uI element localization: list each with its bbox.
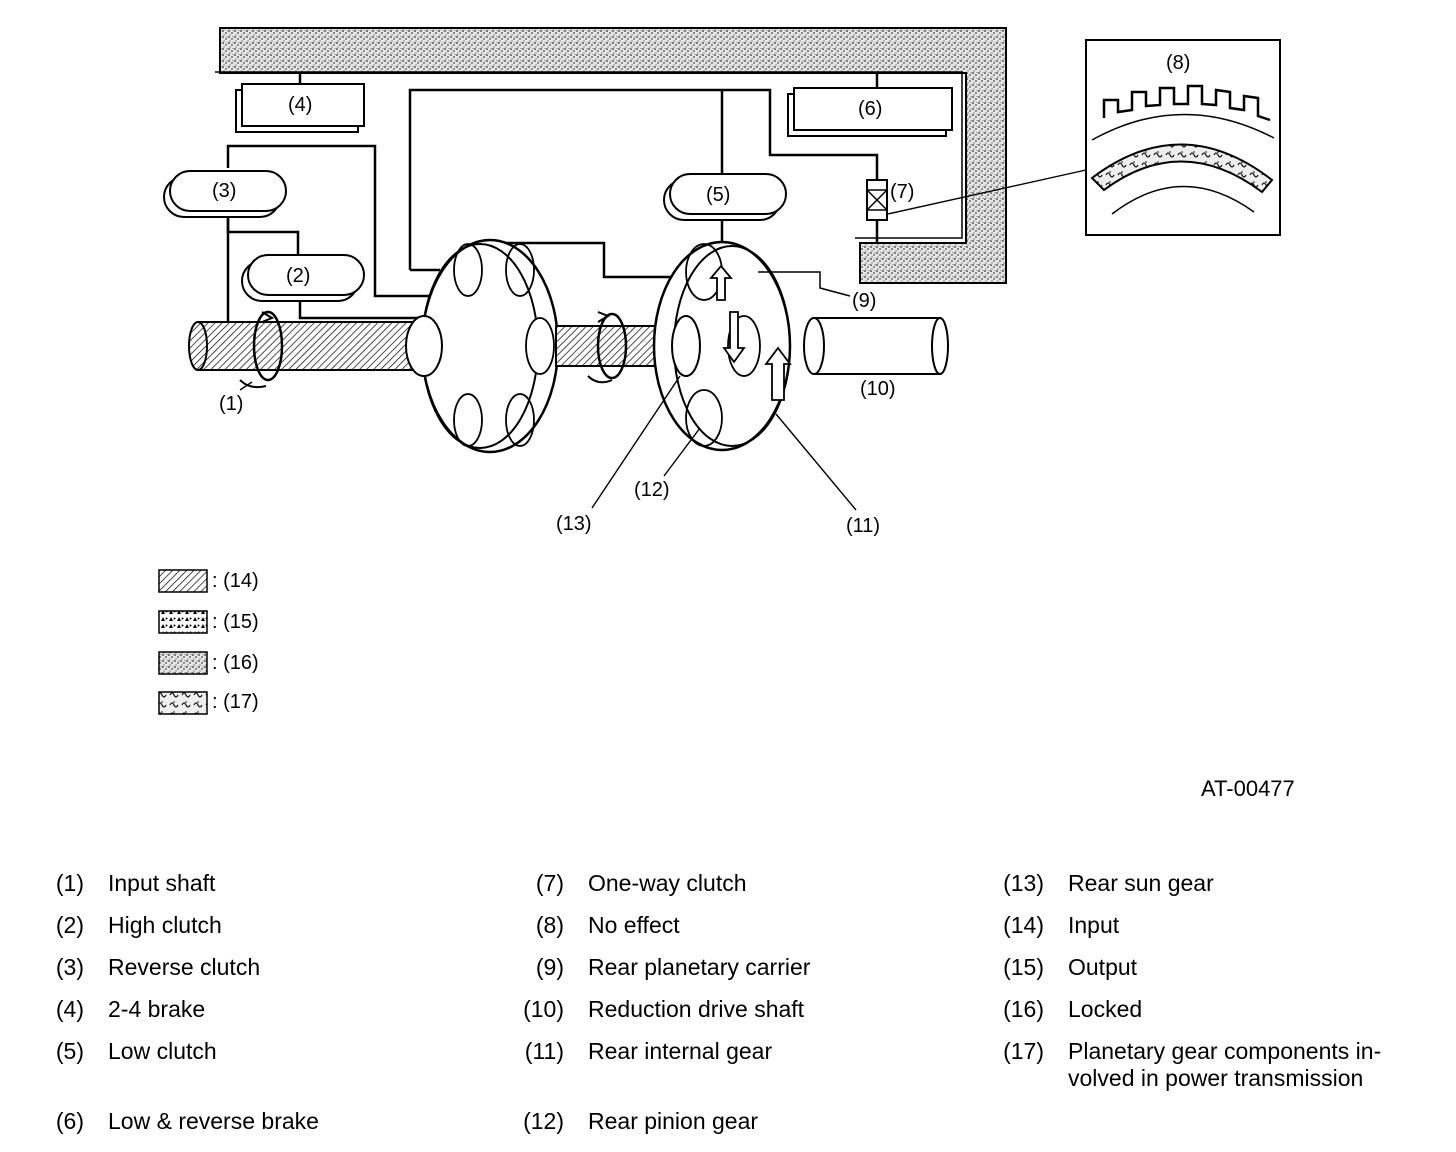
callout-labels: (1) (2) (3) (4) (5) (6) (7) (8) (9) (10)… (212, 52, 1190, 537)
legend-num: (5) (55, 1038, 84, 1064)
legend-text: Planetary gear components in- (1068, 1038, 1382, 1064)
callout-3: (3) (212, 180, 236, 202)
low-reverse-brake (787, 87, 953, 137)
legend-num: (17) (1003, 1038, 1044, 1064)
reduction-drive-shaft (803, 317, 949, 375)
pattern-swatch-output (158, 610, 208, 634)
legend-text: No effect (588, 912, 680, 938)
high-clutch (241, 254, 365, 302)
legend-num: (8) (535, 912, 564, 938)
input-shaft (188, 310, 429, 389)
parts-legend: (1) Input shaft (2) High clutch (3) Reve… (0, 862, 1456, 1152)
legend-num: (11) (524, 1038, 564, 1064)
pattern-swatch-locked (158, 651, 208, 675)
legend-text: Reverse clutch (108, 954, 261, 980)
brake-2-4 (235, 83, 365, 133)
pattern-key: : (14) : (15) : (16) : (17) (158, 569, 259, 715)
legend-num: (16) (1003, 996, 1044, 1022)
legend-text: Rear planetary carrier (588, 954, 811, 980)
callout-12: (12) (634, 479, 670, 501)
callout-4: (4) (288, 94, 312, 116)
pattern-key-label: : (15) (212, 611, 259, 633)
low-clutch (663, 173, 787, 221)
pattern-key-label: : (16) (212, 652, 259, 674)
legend-text: High clutch (108, 912, 222, 938)
legend-num: (12) (523, 1108, 564, 1134)
transmission-case (215, 27, 1007, 284)
callout-1: (1) (219, 393, 243, 415)
pattern-key-label: : (14) (212, 570, 259, 592)
legend-text: Input (1068, 912, 1120, 938)
leader-lines (239, 169, 1087, 511)
one-way-clutch (866, 172, 888, 232)
legend-num: (7) (535, 870, 564, 896)
legend-num: (14) (1003, 912, 1044, 938)
pattern-swatch-components (158, 691, 208, 715)
callout-8: (8) (1166, 52, 1190, 74)
legend-num: (15) (1003, 954, 1044, 980)
legend-num: (2) (55, 912, 84, 938)
carrier-link (758, 271, 851, 297)
callout-9: (9) (852, 290, 876, 312)
legend-text: Input shaft (108, 870, 216, 896)
legend-text: Rear sun gear (1068, 870, 1214, 896)
legend-num: (3) (55, 954, 84, 980)
callout-6: (6) (858, 98, 882, 120)
legend-num: (13) (1003, 870, 1044, 896)
legend-num: (9) (535, 954, 564, 980)
legend-num: (6) (55, 1108, 84, 1134)
callout-11: (11) (846, 515, 880, 537)
legend-text: Reduction drive shaft (588, 996, 805, 1022)
pattern-swatch-input (158, 569, 208, 593)
legend-text: Low & reverse brake (108, 1108, 319, 1134)
callout-2: (2) (286, 265, 310, 287)
legend-text: Rear pinion gear (588, 1108, 759, 1134)
legend-text: Low clutch (108, 1038, 217, 1064)
legend-num: (4) (55, 996, 84, 1022)
callout-5: (5) (706, 184, 730, 206)
legend-text-continued: volved in power transmission (1068, 1065, 1364, 1091)
detail-inset (1085, 39, 1281, 236)
front-planetary-gearset (405, 238, 560, 454)
reverse-clutch (163, 170, 287, 218)
connection-lines (226, 73, 879, 330)
legend-text: One-way clutch (588, 870, 747, 896)
legend-text: Locked (1068, 996, 1143, 1022)
figure-code: AT-00477 (1201, 776, 1295, 801)
callout-7: (7) (890, 181, 914, 203)
callout-10: (10) (860, 378, 896, 400)
legend-num: (10) (523, 996, 564, 1022)
legend-text: Output (1068, 954, 1138, 980)
legend-num: (1) (55, 870, 84, 896)
callout-13: (13) (556, 513, 592, 535)
pattern-key-label: : (17) (212, 691, 259, 713)
legend-text: 2-4 brake (108, 996, 206, 1022)
rear-planetary-gearset (652, 240, 792, 452)
legend-text: Rear internal gear (588, 1038, 773, 1064)
